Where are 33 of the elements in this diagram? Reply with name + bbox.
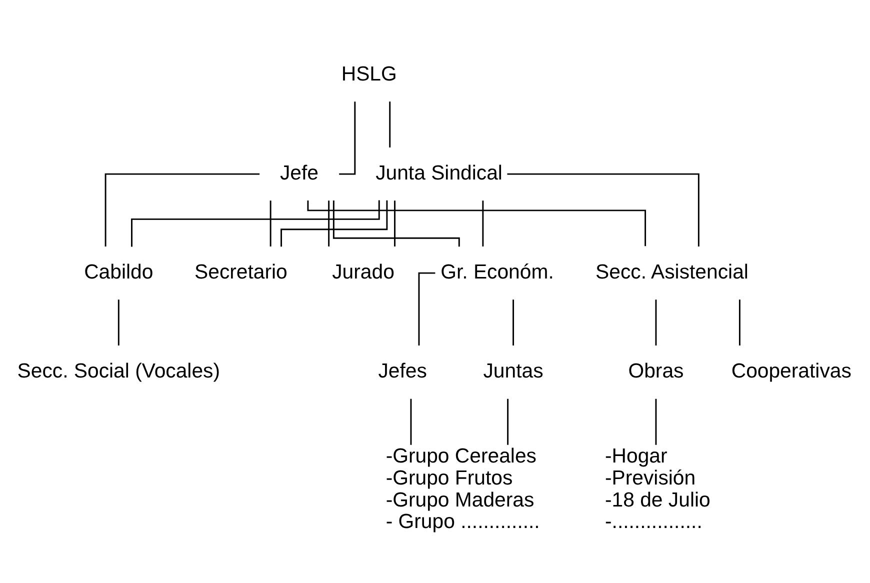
connector — [389, 101, 391, 147]
node-text: Junta Sindical — [376, 162, 502, 184]
node-text: Juntas — [483, 360, 544, 382]
connector — [280, 200, 388, 246]
connector — [118, 299, 120, 345]
connector — [512, 299, 514, 345]
node-text: Cooperativas — [731, 360, 852, 382]
node-text: Jefe — [280, 162, 318, 184]
connector — [655, 299, 657, 345]
connector — [507, 398, 509, 444]
node-text: Jefes — [378, 360, 427, 382]
node-text: Secc. Social (Vocales) — [17, 360, 220, 382]
node-text: Obras — [628, 360, 684, 382]
connector — [418, 272, 436, 346]
node-text: -Grupo Cereales -Grupo Frutos -Grupo Maderas - Grupo .............. — [386, 445, 540, 533]
connector — [738, 299, 740, 345]
connector — [270, 200, 272, 246]
connector — [394, 200, 396, 246]
connector — [507, 172, 700, 246]
connector — [410, 398, 412, 444]
connector — [328, 200, 330, 246]
node-text: -Hogar -Previsión -18 de Julio -................ — [605, 445, 710, 533]
node-text: Secretario — [194, 260, 288, 283]
node-text: Secc. Asistencial — [596, 260, 748, 283]
connector — [482, 200, 484, 246]
node-text: HSLG — [341, 62, 397, 85]
node-text: Jurado — [332, 260, 394, 283]
connector — [104, 172, 260, 246]
connector — [307, 200, 646, 246]
node-text: Cabildo — [84, 260, 154, 283]
connector — [131, 200, 380, 246]
connector — [655, 398, 657, 444]
node-text: Gr. Económ. — [440, 260, 554, 283]
